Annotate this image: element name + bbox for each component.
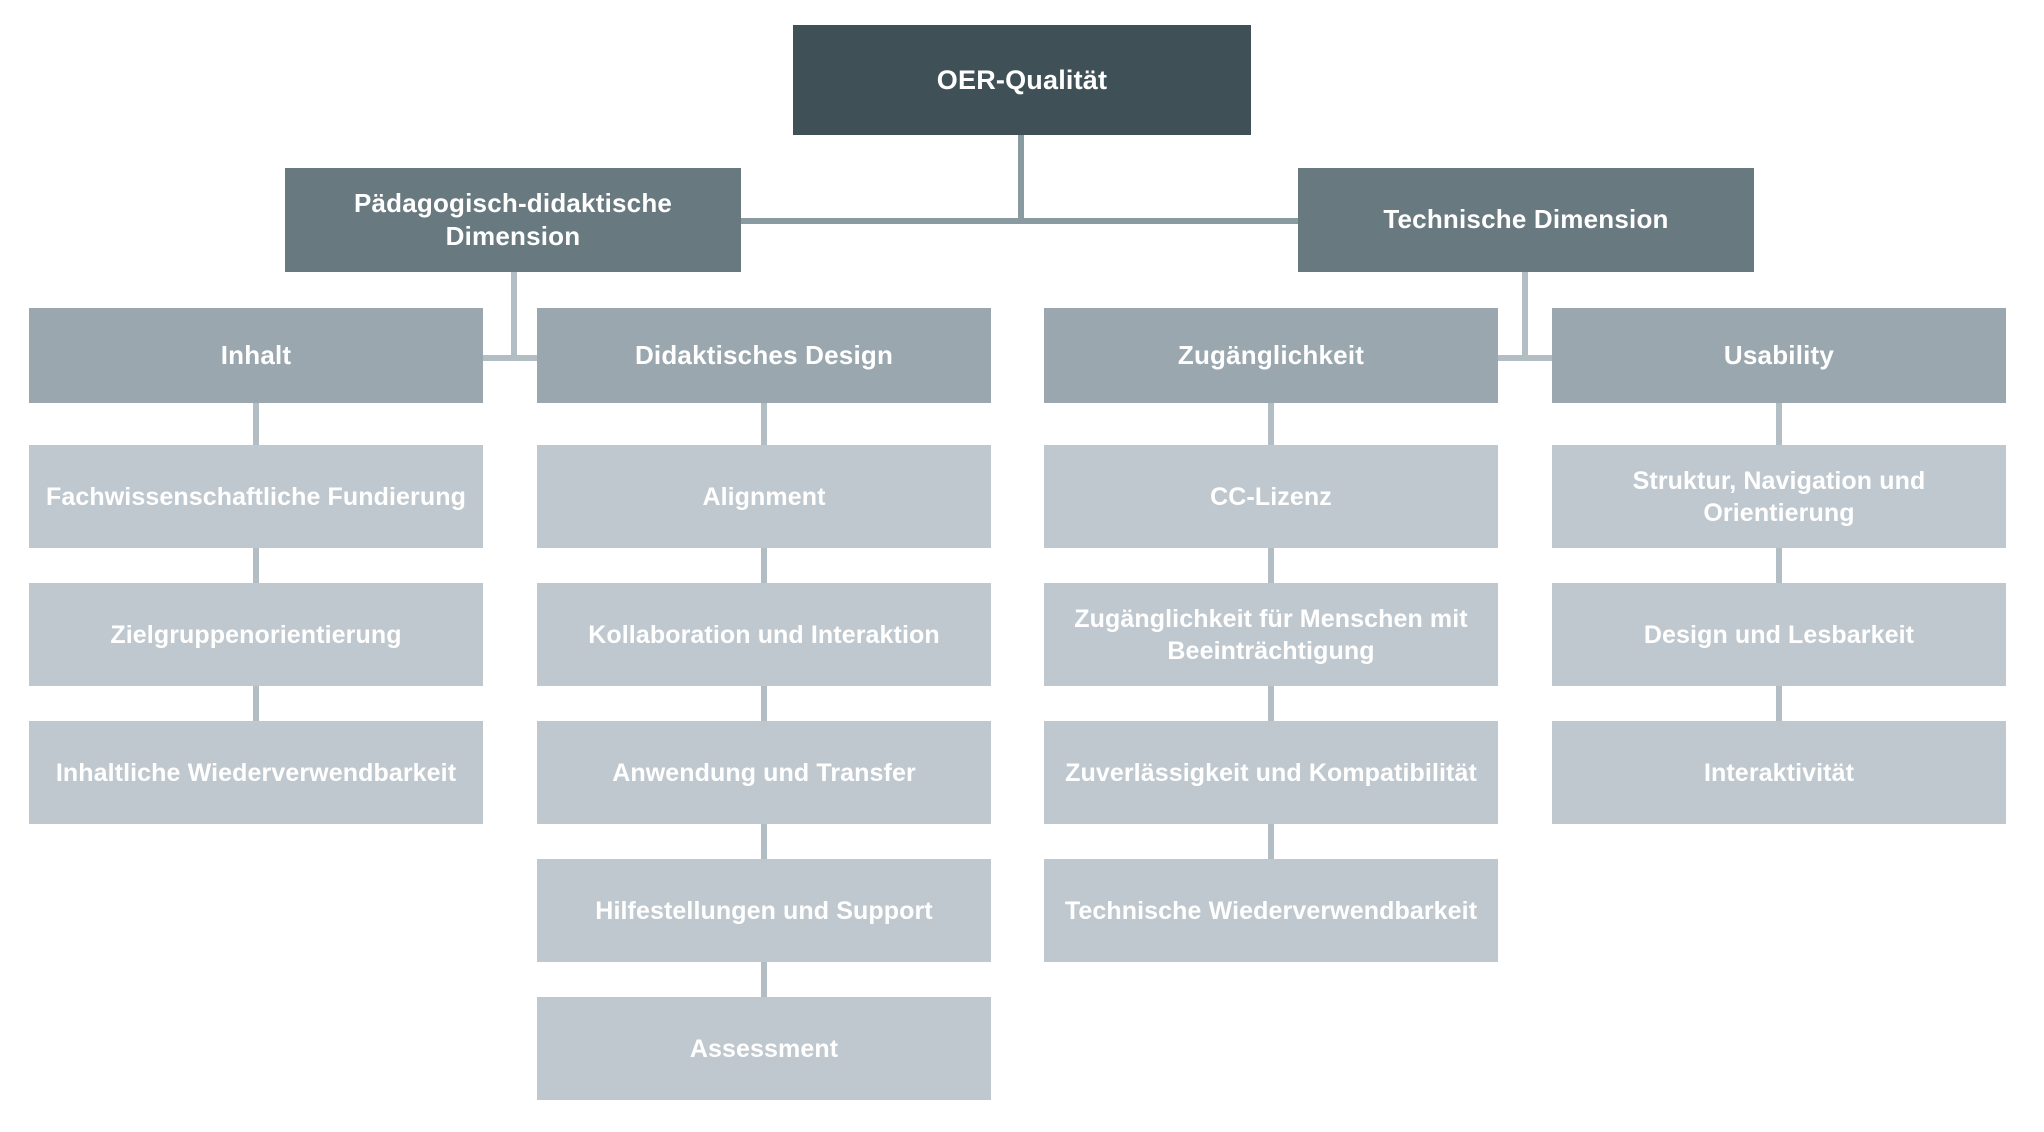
node-leaf-label-c2-1: Zugänglichkeit für Menschen mit Beeinträ… [1074,604,1468,665]
node-leaf-struktur-navigation-und-orientierung[interactable]: Struktur, Navigation und Orientierung [1552,445,2006,548]
node-leaf-label-c0-1: Zielgruppenorientierung [110,620,402,649]
node-leaf-label-c3-1: Design und Lesbarkeit [1643,620,1915,649]
node-leaf-zuverlaessigkeit-und-kompatibilitaet[interactable]: Zuverlässigkeit und Kompatibilität [1044,721,1498,824]
connector-left-category-bar [483,355,545,361]
node-leaf-hilfestellungen-und-support[interactable]: Hilfestellungen und Support [537,859,991,962]
node-category-didaktisches-design[interactable]: Didaktisches Design [537,308,991,403]
node-category-inhalt[interactable]: Inhalt [29,308,483,403]
node-leaf-fachwissenschaftliche-fundierung[interactable]: Fachwissenschaftliche Fundierung [29,445,483,548]
connector-dimension-bar [740,218,1300,224]
node-leaf-inhaltliche-wiederverwendbarkeit[interactable]: Inhaltliche Wiederverwendbarkeit [29,721,483,824]
node-dimension-paedagogisch-didaktische[interactable]: Pädagogisch-didaktische Dimension [285,168,741,272]
node-category-label-3: Usability [1723,339,1835,370]
node-leaf-label-c1-2: Anwendung und Transfer [612,758,916,787]
connector-root-stem [1018,134,1024,224]
node-leaf-label-c0-2: Inhaltliche Wiederverwendbarkeit [55,758,457,787]
node-leaf-zielgruppenorientierung[interactable]: Zielgruppenorientierung [29,583,483,686]
node-leaf-label-c2-3: Technische Wiederverwendbarkeit [1064,896,1478,925]
node-leaf-label-c3-2: Interaktivität [1703,758,1855,787]
connector-col2-spine [761,400,767,1002]
node-leaf-label-c0-0: Fachwissenschaftliche Fundierung [46,482,466,511]
connector-right-category-bar [1498,355,1556,361]
node-leaf-cc-lizenz[interactable]: CC-Lizenz [1044,445,1498,548]
node-leaf-design-und-lesbarkeit[interactable]: Design und Lesbarkeit [1552,583,2006,686]
node-leaf-label-c2-2: Zuverlässigkeit und Kompatibilität [1065,758,1477,787]
node-category-label-1: Didaktisches Design [634,339,894,370]
node-root-oer-qualitaet[interactable]: OER-Qualität [793,25,1251,135]
node-leaf-technische-wiederverwendbarkeit[interactable]: Technische Wiederverwendbarkeit [1044,859,1498,962]
node-dimension-label-0: Pädagogisch-didaktische Dimension [353,187,673,251]
connector-col1-spine [253,400,259,726]
node-leaf-label-c1-4: Assessment [689,1034,839,1063]
node-leaf-assessment[interactable]: Assessment [537,997,991,1100]
node-leaf-zugaenglichkeit-fuer-menschen-mit-beeintraechtigung[interactable]: Zugänglichkeit für Menschen mit Beeinträ… [1044,583,1498,686]
node-category-label-0: Inhalt [220,339,292,370]
node-leaf-label-c3-0: Struktur, Navigation und Orientierung [1632,466,1926,527]
node-category-zugaenglichkeit[interactable]: Zugänglichkeit [1044,308,1498,403]
node-dimension-technische[interactable]: Technische Dimension [1298,168,1754,272]
node-leaf-interaktivitaet[interactable]: Interaktivität [1552,721,2006,824]
node-leaf-label-c2-0: CC-Lizenz [1210,482,1332,511]
connector-right-dimension-stem [1522,270,1528,360]
node-leaf-label-c1-0: Alignment [702,482,826,511]
node-root-label: OER-Qualität [936,64,1108,95]
connector-col4-spine [1776,400,1782,726]
connector-left-dimension-stem [511,270,517,360]
node-category-usability[interactable]: Usability [1552,308,2006,403]
node-leaf-label-c1-3: Hilfestellungen und Support [595,896,933,925]
node-dimension-label-1: Technische Dimension [1383,204,1669,235]
node-leaf-anwendung-und-transfer[interactable]: Anwendung und Transfer [537,721,991,824]
node-leaf-alignment[interactable]: Alignment [537,445,991,548]
node-leaf-kollaboration-und-interaktion[interactable]: Kollaboration und Interaktion [537,583,991,686]
node-leaf-label-c1-1: Kollaboration und Interaktion [588,620,940,649]
node-category-label-2: Zugänglichkeit [1177,339,1365,370]
